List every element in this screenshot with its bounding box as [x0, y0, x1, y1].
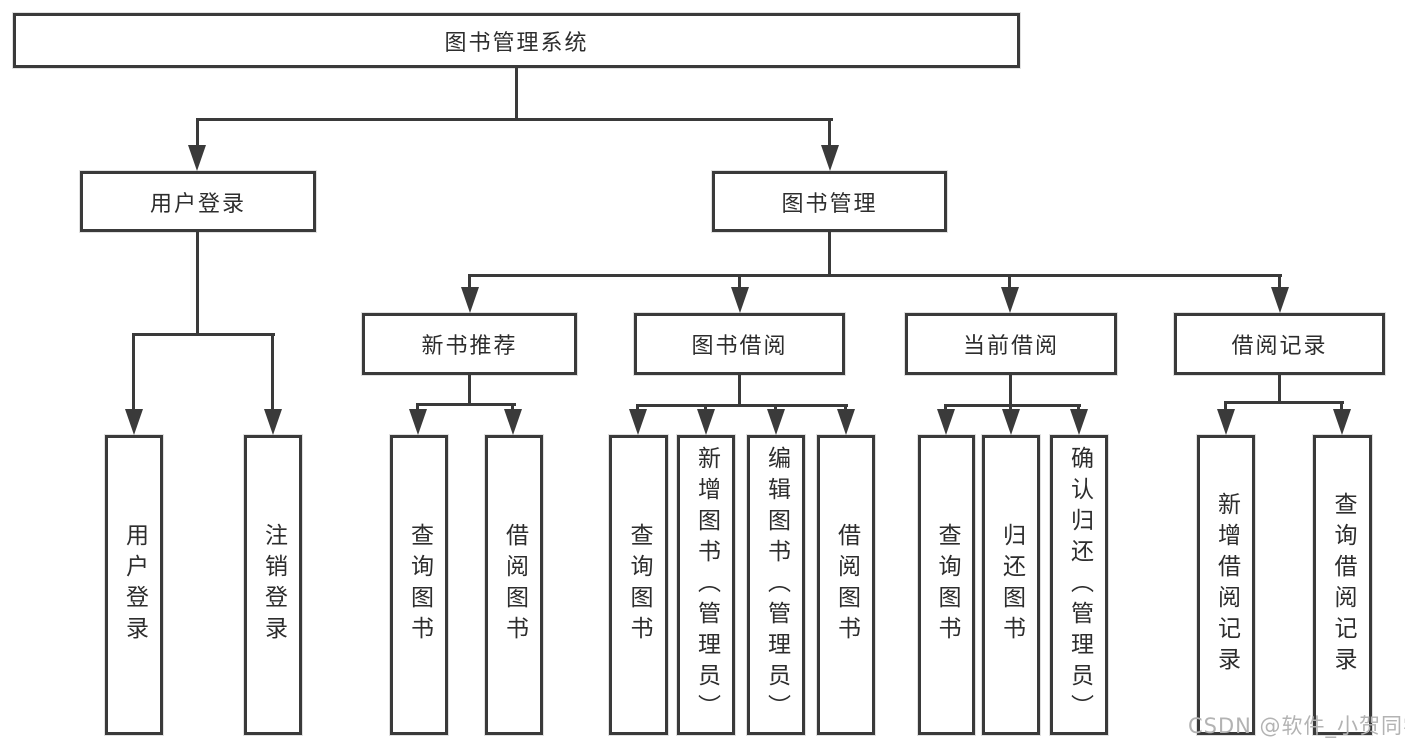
leaf-query-books-recommend: 查询图书 — [390, 435, 448, 735]
arrowhead-leaf-logout — [264, 409, 282, 435]
leaf-query-books-current-label: 查询图书 — [934, 523, 960, 647]
leaf-query-books-borrow-label: 查询图书 — [626, 523, 652, 647]
connector-root-drop — [515, 68, 518, 120]
leaf-add-book-admin-label: 新增图书（管理员） — [693, 445, 720, 725]
connector-book-borrow-rail — [636, 404, 848, 407]
connector-book-borrow-drop — [738, 375, 741, 407]
arrowhead-book-borrow — [731, 287, 749, 313]
connector-leaf-edit-book-shaft — [774, 404, 777, 413]
node-new-book-recommend: 新书推荐 — [362, 313, 577, 375]
connector-leaf-query-record-shaft — [1340, 401, 1343, 413]
csdn-watermark: CSDN @软件_小贺同学 — [1188, 714, 1405, 738]
node-book-management-label: 图书管理 — [781, 191, 878, 217]
connector-current-borrow-drop — [1009, 375, 1012, 407]
connector-user-login-shaft — [196, 118, 199, 150]
arrowhead-leaf-query-b — [629, 409, 647, 435]
leaf-add-book-admin: 新增图书（管理员） — [677, 435, 735, 735]
leaf-return-books-label: 归还图书 — [998, 523, 1025, 647]
leaf-borrow-books-recommend: 借阅图书 — [485, 435, 543, 735]
leaf-user-login: 用户登录 — [105, 435, 163, 735]
leaf-query-borrow-record-label: 查询借阅记录 — [1330, 492, 1356, 678]
leaf-edit-book-admin: 编辑图书（管理员） — [747, 435, 805, 735]
connector-leaf-add-record-shaft — [1224, 401, 1227, 413]
arrowhead-leaf-confirm-return — [1070, 409, 1088, 435]
arrowhead-leaf-user-login — [125, 409, 143, 435]
connector-leaf-return-shaft — [1009, 404, 1012, 413]
node-current-borrow: 当前借阅 — [905, 313, 1117, 375]
node-book-borrow-label: 图书借阅 — [691, 334, 788, 359]
leaf-borrow-books-borrow-label: 借阅图书 — [833, 523, 860, 647]
node-book-borrow: 图书借阅 — [634, 313, 845, 375]
arrowhead-borrow-records — [1271, 287, 1289, 313]
leaf-add-borrow-record: 新增借阅记录 — [1197, 435, 1255, 735]
connector-leaf-add-book-shaft — [704, 404, 707, 413]
leaf-borrow-books-recommend-label: 借阅图书 — [501, 523, 528, 647]
leaf-logout-login: 注销登录 — [244, 435, 302, 735]
arrowhead-book-management — [821, 145, 839, 171]
arrowhead-new-book-recommend — [461, 287, 479, 313]
leaf-logout-login-label: 注销登录 — [260, 523, 287, 647]
connector-borrow-records-rail — [1224, 401, 1344, 404]
leaf-query-books-borrow: 查询图书 — [609, 435, 668, 735]
connector-leaf-user-login-shaft — [132, 333, 135, 413]
connector-user-login-rail — [132, 333, 275, 336]
node-current-borrow-label: 当前借阅 — [962, 334, 1059, 359]
arrowhead-leaf-edit-book — [767, 409, 785, 435]
arrowhead-leaf-add-record — [1217, 409, 1235, 435]
connector-book-borrow-shaft — [738, 274, 741, 290]
connector-root-rail — [196, 118, 833, 121]
node-user-login: 用户登录 — [80, 171, 316, 232]
connector-book-management-shaft — [828, 118, 831, 150]
arrowhead-current-borrow — [1001, 287, 1019, 313]
arrowhead-leaf-query-a — [409, 409, 427, 435]
leaf-confirm-return-admin-label: 确认归还（管理员） — [1066, 445, 1093, 725]
node-new-book-recommend-label: 新书推荐 — [421, 334, 518, 359]
leaf-return-books: 归还图书 — [982, 435, 1040, 735]
connector-leaf-confirm-return-shaft — [1077, 404, 1080, 413]
leaf-query-books-recommend-label: 查询图书 — [406, 523, 433, 647]
connector-leaf-query-c-shaft — [944, 404, 947, 413]
connector-leaf-borrow-b-shaft — [844, 404, 847, 413]
arrowhead-leaf-borrow-a — [504, 409, 522, 435]
connector-current-borrow-shaft — [1008, 274, 1011, 290]
leaf-borrow-books-borrow: 借阅图书 — [817, 435, 875, 735]
connector-user-login-drop — [196, 232, 199, 336]
leaf-query-books-current: 查询图书 — [918, 435, 975, 735]
node-user-login-label: 用户登录 — [149, 191, 246, 217]
arrowhead-leaf-add-book — [697, 409, 715, 435]
leaf-edit-book-admin-label: 编辑图书（管理员） — [763, 445, 790, 725]
connector-borrow-records-drop — [1278, 375, 1281, 404]
arrowhead-leaf-query-record — [1333, 409, 1351, 435]
connector-leaf-logout-shaft — [271, 333, 274, 413]
leaf-confirm-return-admin: 确认归还（管理员） — [1050, 435, 1108, 735]
node-root: 图书管理系统 — [13, 13, 1020, 68]
node-borrow-records: 借阅记录 — [1174, 313, 1385, 375]
node-root-label: 图书管理系统 — [444, 30, 589, 56]
connector-current-borrow-rail — [944, 404, 1081, 407]
connector-new-book-drop — [468, 375, 471, 406]
connector-new-book-rail — [416, 403, 516, 406]
arrowhead-leaf-query-c — [937, 409, 955, 435]
connector-leaf-query-b-shaft — [636, 404, 639, 413]
connector-book-management-drop — [828, 232, 831, 277]
node-borrow-records-label: 借阅记录 — [1231, 334, 1328, 359]
connector-borrow-records-shaft — [1278, 274, 1281, 290]
connector-book-management-rail — [468, 274, 1282, 277]
arrowhead-leaf-borrow-b — [837, 409, 855, 435]
arrowhead-user-login — [188, 145, 206, 171]
connector-new-book-shaft — [468, 274, 471, 290]
node-book-management: 图书管理 — [712, 171, 947, 232]
leaf-query-borrow-record: 查询借阅记录 — [1313, 435, 1372, 735]
arrowhead-leaf-return — [1002, 409, 1020, 435]
leaf-add-borrow-record-label: 新增借阅记录 — [1213, 492, 1240, 678]
leaf-user-login-label: 用户登录 — [121, 523, 148, 647]
